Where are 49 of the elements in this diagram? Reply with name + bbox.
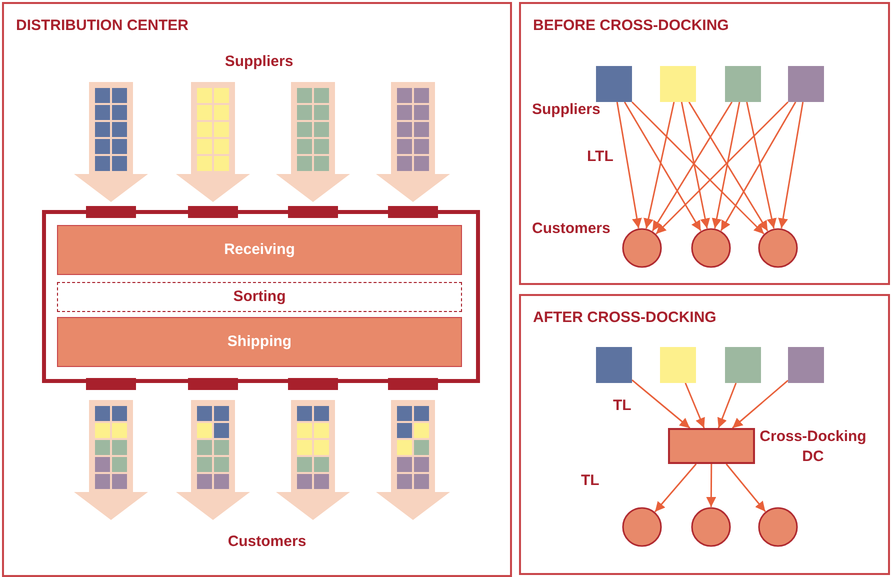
arrow bbox=[616, 102, 642, 228]
panel-title: BEFORE CROSS-DOCKING bbox=[533, 17, 729, 34]
section-label: Suppliers bbox=[532, 101, 600, 118]
arrow bbox=[632, 379, 690, 429]
process-label: Shipping bbox=[226, 333, 293, 350]
building-outline bbox=[42, 210, 480, 383]
supplier-square bbox=[660, 66, 696, 102]
arrow bbox=[680, 102, 710, 229]
cross-docking-box bbox=[668, 428, 755, 464]
customer-circle bbox=[622, 507, 662, 547]
supplier-square bbox=[596, 66, 632, 102]
supplier-square bbox=[725, 347, 761, 383]
customer-circle bbox=[622, 228, 662, 268]
customer-circle bbox=[758, 228, 798, 268]
arrow bbox=[746, 102, 777, 229]
customer-circle bbox=[691, 228, 731, 268]
arrow bbox=[656, 101, 789, 234]
arrow bbox=[654, 464, 697, 512]
arrow bbox=[624, 102, 702, 232]
panel-title: DISTRIBUTION CENTER bbox=[16, 17, 188, 34]
node-caption: Cross-Docking DC bbox=[758, 427, 868, 467]
section-label: Suppliers bbox=[224, 53, 294, 70]
section-label: Customers bbox=[532, 220, 610, 237]
supplier-square bbox=[725, 66, 761, 102]
supplier-square bbox=[788, 66, 824, 102]
arrow bbox=[706, 464, 716, 507]
arrow bbox=[712, 102, 740, 229]
customer-circle bbox=[758, 507, 798, 547]
arrow bbox=[732, 380, 788, 429]
supplier-square bbox=[660, 347, 696, 383]
supplier-square bbox=[596, 347, 632, 383]
process-label: Receiving bbox=[223, 241, 296, 258]
arrow bbox=[778, 102, 804, 228]
arrow bbox=[717, 382, 737, 428]
arrow bbox=[684, 382, 705, 428]
arrow bbox=[720, 102, 796, 232]
panel-title: AFTER CROSS-DOCKING bbox=[533, 309, 716, 326]
arrow bbox=[631, 101, 764, 234]
process-label: Sorting bbox=[232, 288, 287, 305]
arrow bbox=[688, 102, 768, 232]
section-label: Customers bbox=[226, 533, 308, 550]
process-band bbox=[57, 282, 462, 312]
arrow bbox=[726, 464, 766, 512]
process-band bbox=[57, 317, 462, 367]
process-band bbox=[57, 225, 462, 275]
supplier-square bbox=[788, 347, 824, 383]
arrow bbox=[652, 102, 733, 232]
customer-circle bbox=[691, 507, 731, 547]
arrow bbox=[644, 102, 675, 229]
